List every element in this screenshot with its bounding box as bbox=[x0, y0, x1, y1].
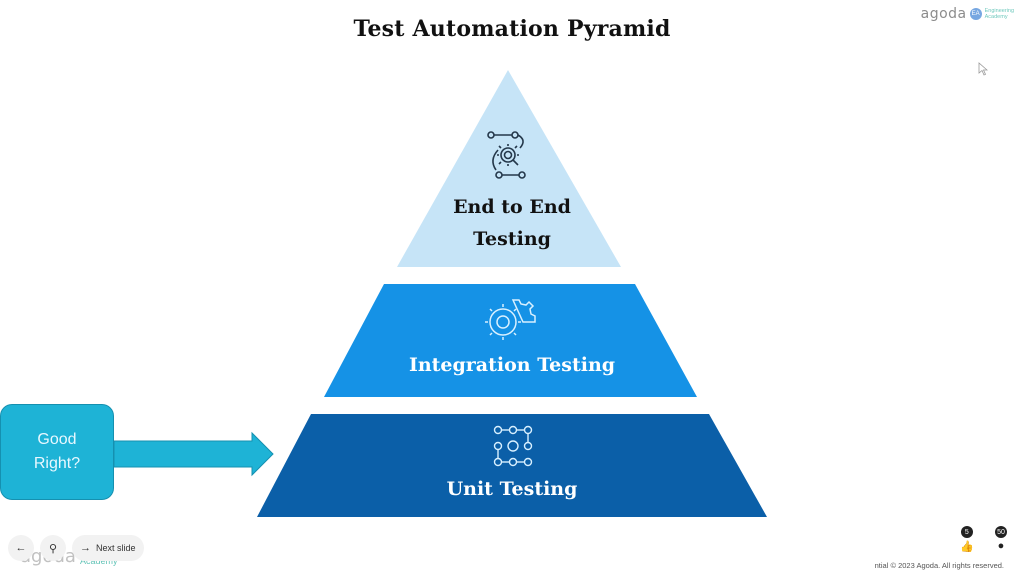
presentation-controls: ← ⚲ → Next slide bbox=[8, 535, 144, 561]
logo-subtitle: Engineering Academy bbox=[985, 8, 1014, 20]
like-count: 5 bbox=[960, 526, 973, 538]
agoda-logo: agoda EA Engineering Academy bbox=[921, 6, 1014, 22]
slide-title: Test Automation Pyramid bbox=[353, 16, 671, 42]
tier-label-unit: Unit Testing bbox=[446, 478, 578, 500]
tier-label-end-to-end: End to End Testing bbox=[0, 191, 1024, 255]
prev-slide-button[interactable]: ← bbox=[8, 535, 34, 561]
logo-badge: EA bbox=[969, 8, 982, 20]
next-slide-label: Next slide bbox=[96, 543, 136, 553]
tier-label-line2: Testing bbox=[473, 228, 551, 250]
unit-nodes-grid-icon bbox=[493, 425, 533, 467]
participants-button[interactable]: 50 ● bbox=[995, 526, 1007, 552]
logo-sub-line2: Academy bbox=[984, 14, 1008, 20]
callout-box: Good Right? bbox=[0, 404, 114, 500]
next-slide-button[interactable]: → Next slide bbox=[72, 535, 144, 561]
arrow-left-icon: ← bbox=[15, 542, 27, 554]
logo-sub-line1: Engineering bbox=[984, 8, 1014, 14]
thumbs-up-icon: 👍 bbox=[960, 541, 974, 553]
person-icon: ● bbox=[997, 540, 1005, 552]
arrow-shape bbox=[113, 431, 274, 477]
pin-button[interactable]: ⚲ bbox=[40, 535, 66, 561]
gear-workflow-icon bbox=[487, 131, 526, 179]
tier-label-line1: End to End bbox=[453, 196, 571, 218]
pin-icon: ⚲ bbox=[48, 542, 58, 555]
logo-word: agoda bbox=[920, 6, 967, 22]
tier-integration bbox=[324, 284, 697, 397]
copyright-footer: ntial © 2023 Agoda. All rights reserved. bbox=[874, 561, 1004, 570]
arrow-right-icon: → bbox=[80, 542, 91, 554]
like-reaction-button[interactable]: 5 👍 bbox=[960, 526, 974, 553]
participant-count: 50 bbox=[995, 526, 1007, 538]
tier-end-to-end bbox=[397, 70, 621, 267]
callout-line2: Right? bbox=[33, 455, 81, 472]
footer-logo-sub: Academy bbox=[80, 556, 118, 566]
callout-line1: Good bbox=[37, 431, 77, 448]
mouse-cursor-icon bbox=[978, 62, 988, 76]
tier-label-integration: Integration Testing bbox=[408, 354, 616, 376]
integration-gears-icon bbox=[485, 299, 536, 340]
